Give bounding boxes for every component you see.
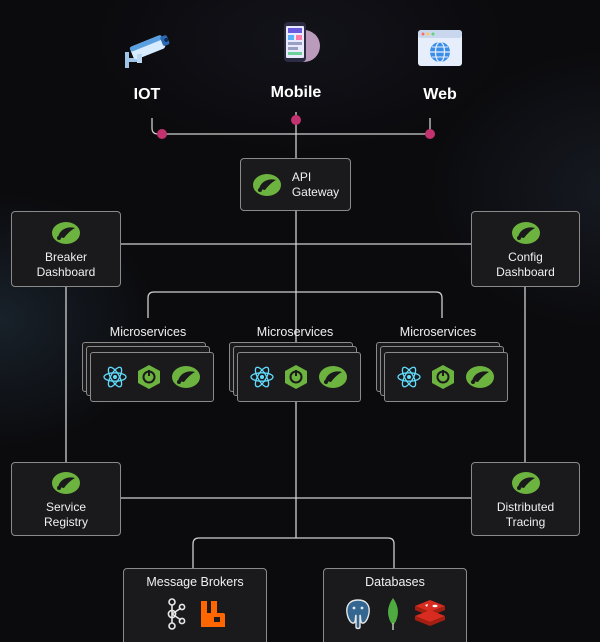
microservice-stack-3[interactable]	[376, 342, 510, 404]
iot-connector-dot	[157, 129, 167, 139]
client-web: Web	[385, 22, 495, 104]
smartphone-icon	[268, 16, 324, 72]
react-icon	[397, 366, 421, 388]
microservices-label-1: Microservices	[109, 325, 187, 339]
stack-card-front	[237, 352, 361, 402]
postgresql-icon	[346, 599, 370, 630]
distributed-tracing-box[interactable]: Distributed Tracing	[471, 462, 580, 536]
registry-label-line1: Service	[45, 500, 86, 514]
client-iot: IOT	[92, 22, 202, 104]
client-bus-line	[151, 118, 431, 135]
config-label-line1: Config	[508, 250, 543, 264]
react-icon	[103, 366, 127, 388]
spring-leaf-icon	[52, 472, 80, 494]
spring-boot-icon	[138, 365, 160, 389]
message-brokers-label: Message Brokers	[146, 575, 244, 589]
kafka-icon	[167, 598, 186, 630]
databases-label: Databases	[365, 575, 425, 589]
client-iot-label: IOT	[133, 86, 161, 103]
service-registry-box[interactable]: Service Registry	[11, 462, 121, 536]
rabbitmq-icon	[201, 601, 225, 627]
spring-leaf-icon	[511, 472, 540, 494]
breaker-dashboard-box[interactable]: Breaker Dashboard	[11, 211, 121, 287]
tracing-label-line2: Tracing	[505, 515, 546, 529]
mobile-connector-dot	[291, 115, 301, 125]
security-camera-icon	[119, 22, 175, 78]
redis-icon	[415, 600, 445, 626]
spring-leaf-icon	[252, 173, 281, 196]
spring-leaf-icon	[319, 366, 347, 388]
gateway-label-line1: API	[291, 169, 312, 184]
spring-leaf-icon	[466, 366, 494, 388]
registry-label-line2: Registry	[43, 515, 88, 529]
config-dashboard-box[interactable]: Config Dashboard	[471, 211, 580, 287]
microservice-stack-1[interactable]	[82, 342, 216, 404]
breaker-label-line1: Breaker	[44, 250, 88, 264]
microservices-label-2: Microservices	[256, 325, 334, 339]
microservices-bus-line	[147, 291, 443, 318]
gateway-label-line2: Gateway	[291, 184, 340, 199]
message-brokers-box[interactable]: Message Brokers	[123, 568, 267, 642]
microservice-stack-2[interactable]	[229, 342, 363, 404]
web-connector-dot	[425, 129, 435, 139]
stack-card-front	[90, 352, 214, 402]
client-mobile: Mobile	[241, 16, 351, 102]
mongodb-icon	[388, 598, 398, 630]
spring-leaf-icon	[52, 222, 80, 244]
client-web-label: Web	[423, 86, 457, 103]
config-label-line2: Dashboard	[496, 265, 555, 279]
api-gateway-box[interactable]: API Gateway	[240, 158, 351, 211]
spring-leaf-icon	[172, 366, 200, 388]
browser-globe-icon	[412, 22, 468, 78]
spring-boot-icon	[432, 365, 454, 389]
storage-bus-line	[192, 537, 395, 568]
breaker-label-line2: Dashboard	[36, 265, 96, 279]
spring-boot-icon	[285, 365, 307, 389]
spring-leaf-icon	[511, 222, 540, 244]
tracing-label-line1: Distributed	[496, 500, 555, 514]
react-icon	[250, 366, 274, 388]
databases-box[interactable]: Databases	[323, 568, 467, 642]
microservices-label-3: Microservices	[399, 325, 477, 339]
client-mobile-label: Mobile	[270, 84, 322, 101]
stack-card-front	[384, 352, 508, 402]
